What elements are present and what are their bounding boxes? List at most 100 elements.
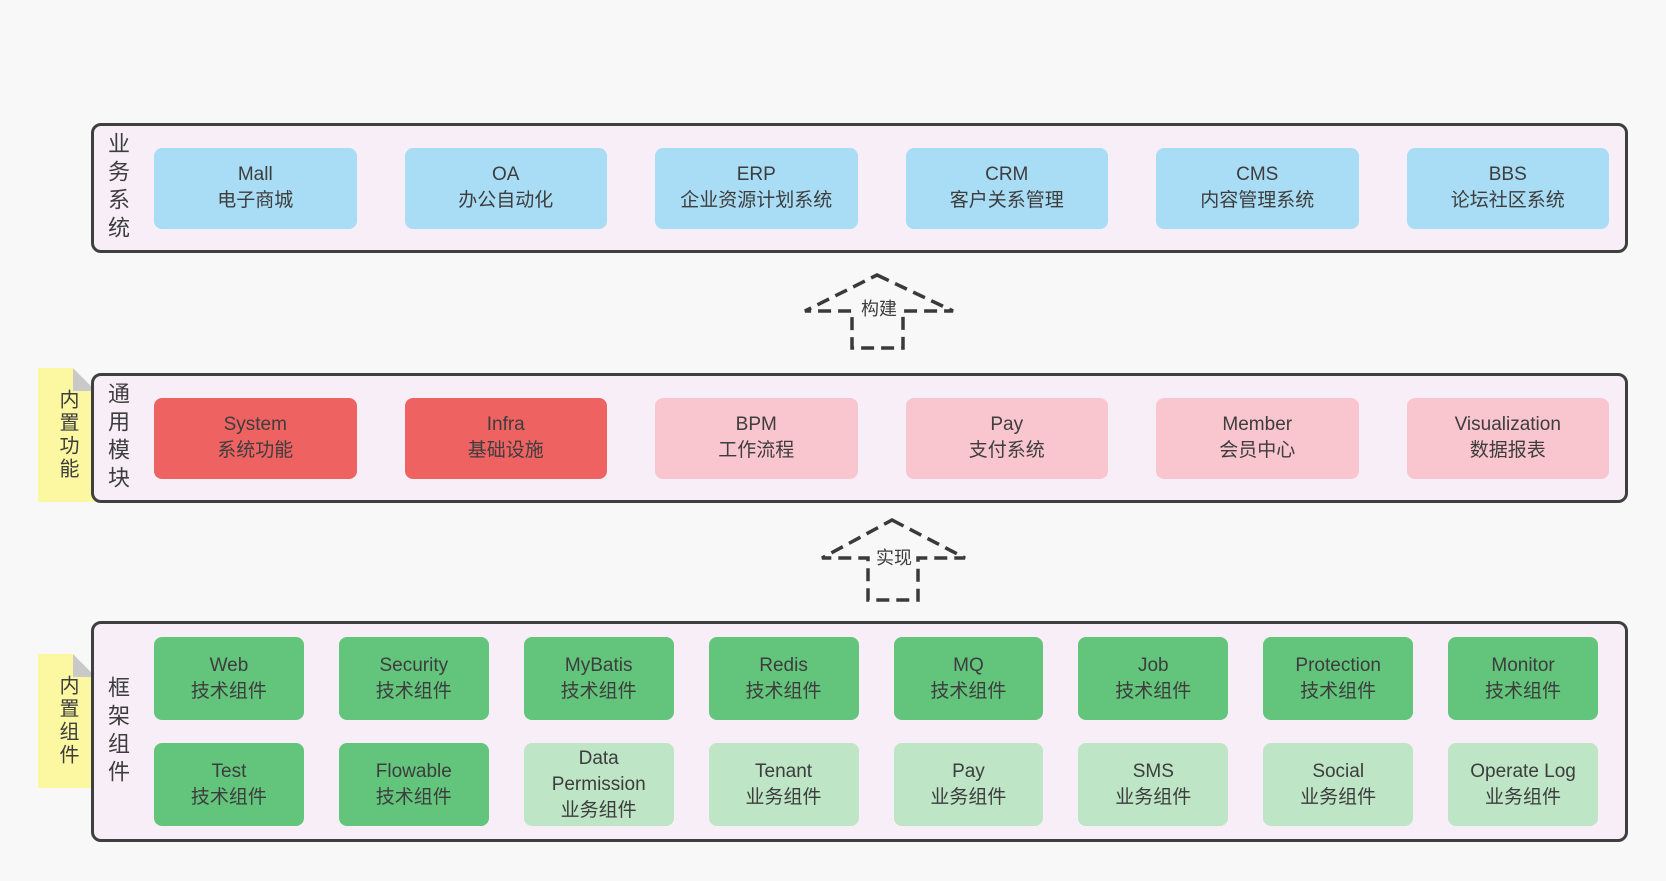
arrow-label: 实现 — [872, 543, 916, 571]
box-subtitle: 基础设施 — [467, 440, 544, 461]
components-rows: Web 技术组件 Security 技术组件 MyBatis 技术组件 Redi… — [154, 637, 1625, 826]
box-title: Data Permission — [551, 747, 646, 795]
box-title: BBS — [1488, 164, 1527, 185]
box-subtitle: 企业资源计划系统 — [680, 190, 833, 211]
box-title: Member — [1222, 414, 1293, 435]
box-oa: OA 办公自动化 — [404, 147, 607, 229]
box-subtitle: 数据报表 — [1469, 440, 1546, 461]
box-protection: Protection 技术组件 — [1263, 637, 1414, 720]
layer-label-business: 业务系统 — [105, 132, 130, 244]
components-box-row-1: Web 技术组件 Security 技术组件 MyBatis 技术组件 Redi… — [154, 637, 1598, 720]
box-title: CRM — [985, 164, 1029, 185]
box-subtitle: 技术组件 — [190, 680, 267, 702]
sticky-note-builtin-features: 内置功能 — [38, 368, 96, 502]
box-title: Operate Log — [1470, 760, 1576, 782]
sticky-note-label: 内置功能 — [56, 389, 78, 481]
box-subtitle: 支付系统 — [968, 440, 1045, 461]
box-title: Mall — [237, 164, 273, 185]
arrow-build: 构建 — [800, 271, 956, 351]
box-sms: SMS 业务组件 — [1078, 743, 1229, 826]
arrow-implement: 实现 — [815, 516, 975, 604]
layer-label-modules: 通用模块 — [105, 382, 130, 494]
box-redis: Redis 技术组件 — [708, 637, 859, 720]
box-subtitle: 论坛社区系统 — [1450, 190, 1565, 211]
box-title: Web — [209, 654, 249, 676]
box-subtitle: 电子商城 — [217, 190, 294, 211]
box-subtitle: 技术组件 — [930, 680, 1007, 702]
box-subtitle: 系统功能 — [217, 440, 294, 461]
box-title: Infra — [486, 414, 525, 435]
box-social: Social 业务组件 — [1263, 743, 1414, 826]
layer-label-components: 框架组件 — [105, 675, 130, 788]
layer-common-modules: 通用模块 System 系统功能 Infra 基础设施 BPM 工作流程 Pay… — [91, 373, 1628, 503]
box-crm: CRM 客户关系管理 — [905, 147, 1108, 229]
business-box-row: Mall 电子商城 OA 办公自动化 ERP 企业资源计划系统 CRM 客户关系… — [154, 147, 1625, 229]
box-visualization: Visualization 数据报表 — [1406, 397, 1609, 479]
components-box-row-2: Test 技术组件 Flowable 技术组件 Data Permission … — [154, 743, 1598, 826]
box-member: Member 会员中心 — [1156, 397, 1359, 479]
box-pay: Pay 支付系统 — [905, 397, 1108, 479]
box-subtitle: 客户关系管理 — [949, 190, 1064, 211]
box-title: Flowable — [375, 760, 452, 782]
box-title: Monitor — [1491, 654, 1555, 676]
box-subtitle: 内容管理系统 — [1200, 190, 1315, 211]
box-infra: Infra 基础设施 — [404, 397, 607, 479]
box-mybatis: MyBatis 技术组件 — [523, 637, 674, 720]
box-title: CMS — [1236, 164, 1279, 185]
box-security: Security 技术组件 — [338, 637, 489, 720]
box-web: Web 技术组件 — [154, 637, 304, 720]
arrow-label: 构建 — [857, 294, 901, 322]
box-title: Tenant — [755, 760, 813, 782]
box-title: SMS — [1132, 760, 1174, 782]
box-title: Visualization — [1454, 414, 1561, 435]
box-title: Test — [211, 760, 247, 782]
box-monitor: Monitor 技术组件 — [1448, 637, 1598, 720]
box-subtitle: 业务组件 — [930, 786, 1007, 808]
box-mall: Mall 电子商城 — [154, 147, 357, 229]
box-title: ERP — [736, 164, 776, 185]
box-subtitle: 业务组件 — [1300, 786, 1377, 808]
dashed-up-arrow-icon — [804, 273, 954, 350]
box-data-permission: Data Permission 业务组件 — [523, 743, 674, 826]
box-title: Job — [1137, 654, 1169, 676]
box-subtitle: 技术组件 — [1115, 680, 1192, 702]
box-bbs: BBS 论坛社区系统 — [1406, 147, 1609, 229]
box-cms: CMS 内容管理系统 — [1156, 147, 1359, 229]
box-system: System 系统功能 — [154, 397, 357, 479]
dashed-up-arrow-icon — [821, 518, 966, 602]
box-title: MQ — [953, 654, 984, 676]
box-subtitle: 业务组件 — [1485, 786, 1562, 808]
box-mq: MQ 技术组件 — [893, 637, 1044, 720]
box-title: System — [223, 414, 287, 435]
box-subtitle: 业务组件 — [745, 786, 822, 808]
box-subtitle: 技术组件 — [745, 680, 822, 702]
box-subtitle: 技术组件 — [375, 786, 452, 808]
box-flowable: Flowable 技术组件 — [338, 743, 489, 826]
box-title: Security — [379, 654, 449, 676]
modules-box-row: System 系统功能 Infra 基础设施 BPM 工作流程 Pay 支付系统… — [154, 397, 1625, 479]
box-subtitle: 业务组件 — [1115, 786, 1192, 808]
box-job: Job 技术组件 — [1078, 637, 1229, 720]
box-title: Redis — [759, 654, 808, 676]
box-title: Social — [1312, 760, 1365, 782]
box-title: BPM — [735, 414, 777, 435]
box-operate-log: Operate Log 业务组件 — [1448, 743, 1598, 826]
sticky-note-builtin-components: 内置组件 — [38, 654, 96, 788]
box-title: OA — [492, 164, 520, 185]
box-title: Pay — [990, 414, 1024, 435]
box-title: Pay — [952, 760, 985, 782]
sticky-note-label: 内置组件 — [56, 675, 78, 767]
box-subtitle: 工作流程 — [718, 440, 795, 461]
box-subtitle: 技术组件 — [375, 680, 452, 702]
box-subtitle: 技术组件 — [190, 786, 267, 808]
box-tenant: Tenant 业务组件 — [708, 743, 859, 826]
box-test: Test 技术组件 — [154, 743, 304, 826]
layer-framework-components: 框架组件 Web 技术组件 Security 技术组件 MyBatis 技术组件… — [91, 621, 1628, 842]
box-title: Protection — [1295, 654, 1381, 676]
layer-business-systems: 业务系统 Mall 电子商城 OA 办公自动化 ERP 企业资源计划系统 CRM… — [91, 123, 1628, 253]
box-pay-business: Pay 业务组件 — [893, 743, 1044, 826]
box-title: MyBatis — [564, 654, 633, 676]
box-subtitle: 会员中心 — [1219, 440, 1296, 461]
box-bpm: BPM 工作流程 — [655, 397, 858, 479]
